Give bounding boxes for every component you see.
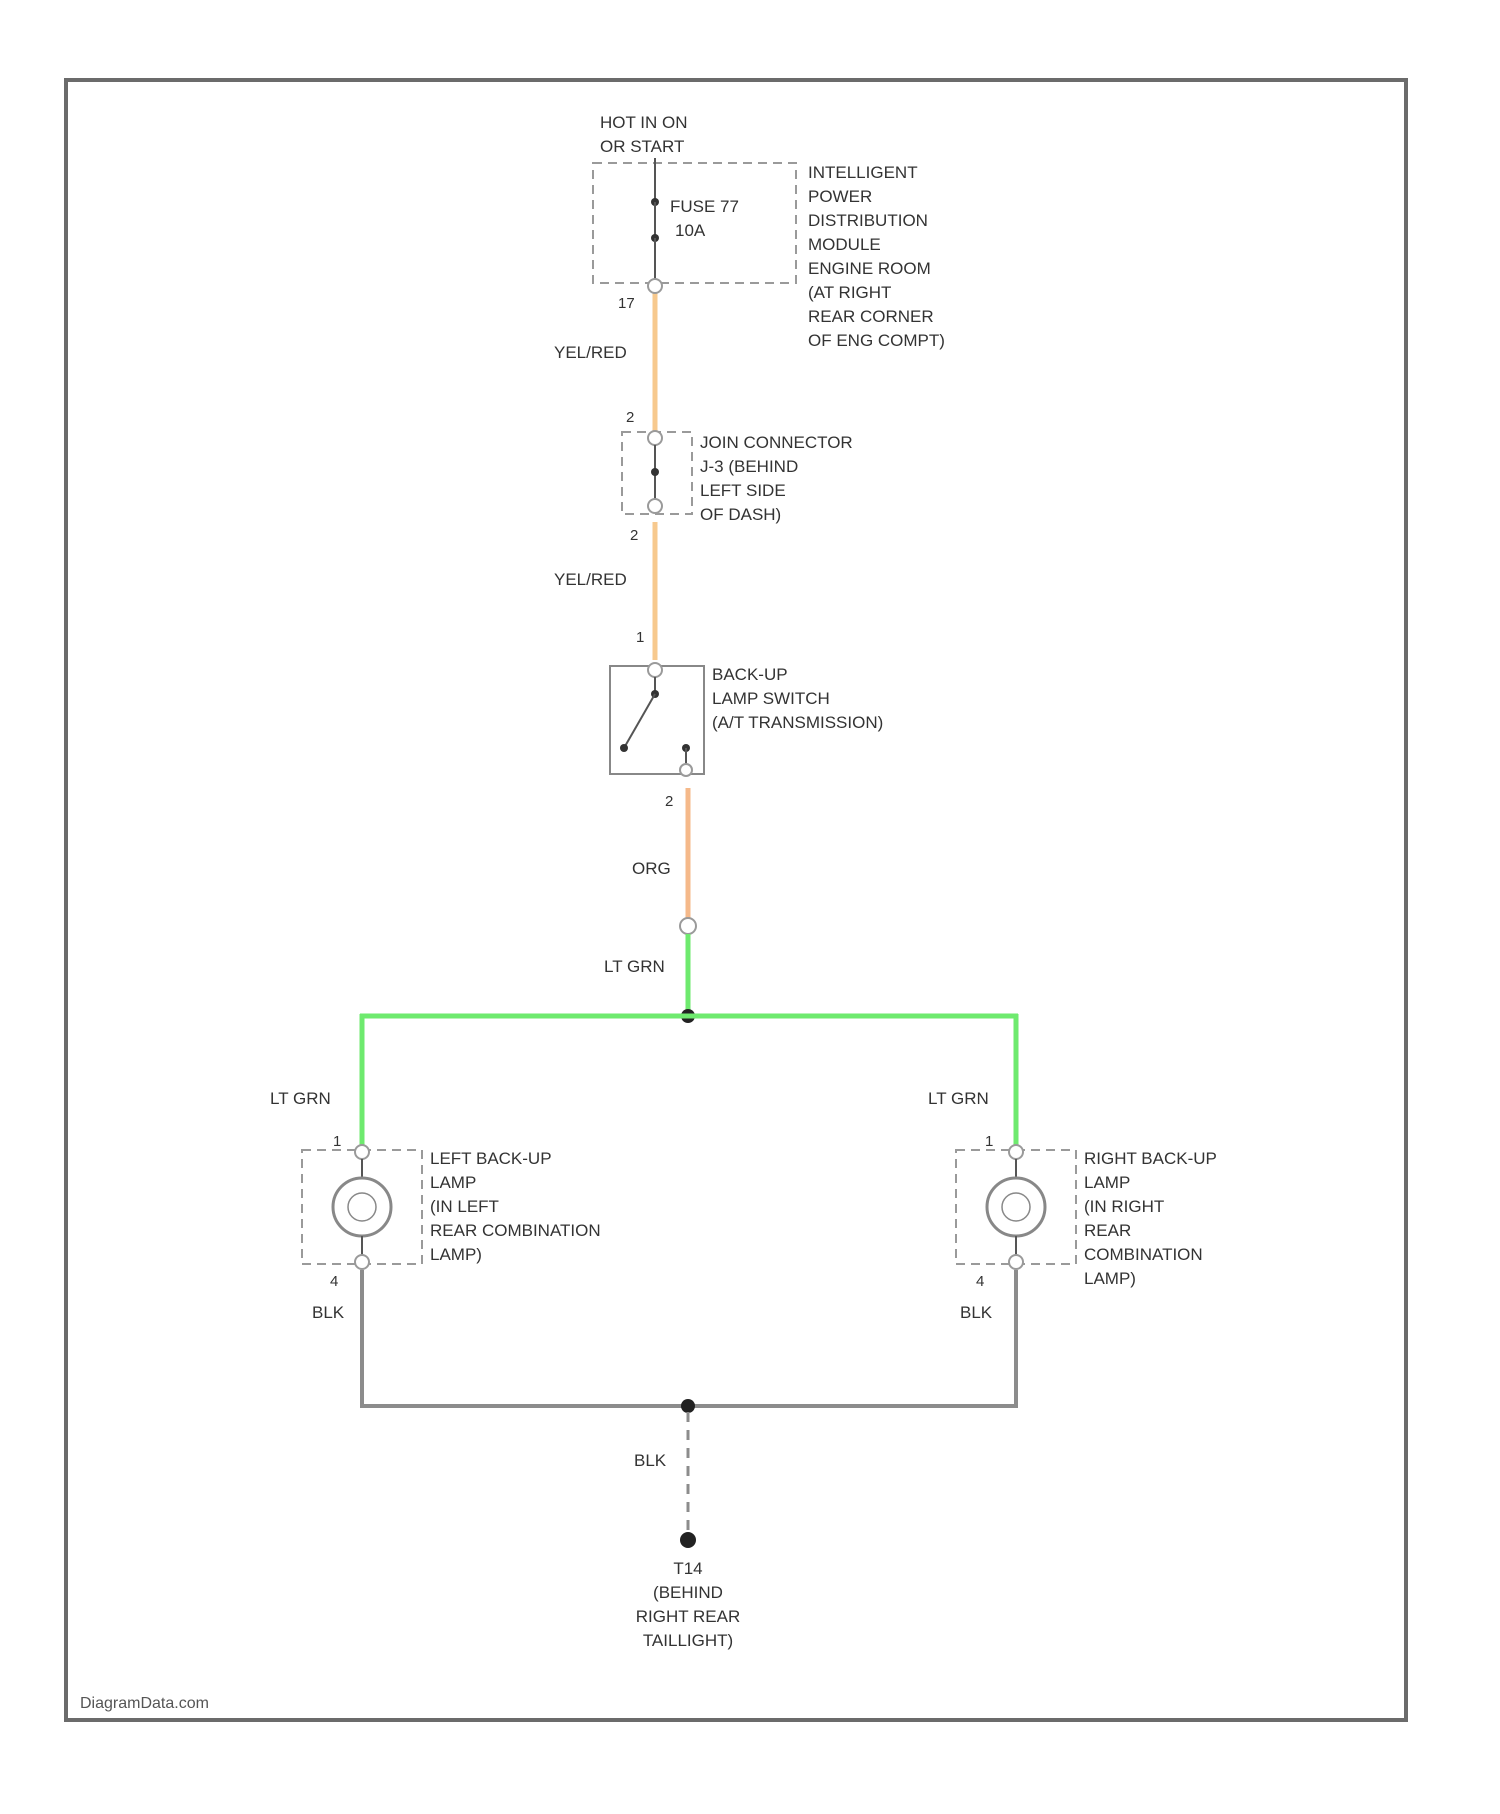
switch-desc-line2: LAMP SWITCH xyxy=(712,689,830,708)
joint-splice xyxy=(651,468,659,476)
ipdm-connector-terminal xyxy=(648,279,662,293)
wire-label-blk-ground: BLK xyxy=(634,1451,667,1470)
joint-desc-line3: LEFT SIDE xyxy=(700,481,786,500)
joint-desc-line1: JOIN CONNECTOR xyxy=(700,433,853,452)
fuse-label-line1: FUSE 77 xyxy=(670,197,739,216)
left-lamp-terminal-top xyxy=(355,1145,369,1159)
blk-splice xyxy=(681,1399,695,1413)
switch-terminal-top xyxy=(648,663,662,677)
watermark: DiagramData.com xyxy=(80,1695,209,1712)
left-lamp-desc-line5: LAMP) xyxy=(430,1245,482,1264)
left-lamp-desc-line4: REAR COMBINATION xyxy=(430,1221,601,1240)
ipdm-desc-line3: DISTRIBUTION xyxy=(808,211,928,230)
wire-label-blk-left: BLK xyxy=(312,1303,345,1322)
wire-label-yel-red-2: YEL/RED xyxy=(554,570,627,589)
joint-pin-out: 2 xyxy=(630,527,638,544)
right-lamp-desc-line2: LAMP xyxy=(1084,1173,1130,1192)
ipdm-desc-line8: OF ENG COMPT) xyxy=(808,331,945,350)
joint-desc-line4: OF DASH) xyxy=(700,505,781,524)
ipdm-desc-line1: INTELLIGENT xyxy=(808,163,918,182)
ground-desc-line2: RIGHT REAR xyxy=(636,1607,741,1626)
ground-desc-line3: TAILLIGHT) xyxy=(643,1631,733,1650)
source-label-line2: OR START xyxy=(600,137,684,156)
switch-pin-out: 2 xyxy=(665,793,673,810)
left-lamp-pin-out: 4 xyxy=(330,1273,338,1290)
joint-pin-in: 2 xyxy=(626,409,634,426)
joint-desc-line2: J-3 (BEHIND xyxy=(700,457,798,476)
right-lamp-desc-line6: LAMP) xyxy=(1084,1269,1136,1288)
left-lamp-terminal-bottom xyxy=(355,1255,369,1269)
ground-id: T14 xyxy=(673,1559,702,1578)
ipdm-desc-line7: REAR CORNER xyxy=(808,307,934,326)
left-lamp-pin-in: 1 xyxy=(333,1133,341,1150)
right-lamp-desc-line5: COMBINATION xyxy=(1084,1245,1203,1264)
inline-connector xyxy=(680,918,696,934)
joint-terminal-bottom xyxy=(648,499,662,513)
wire-label-lt-grn-main: LT GRN xyxy=(604,957,665,976)
ipdm-desc-line2: POWER xyxy=(808,187,872,206)
right-lamp-terminal-top xyxy=(1009,1145,1023,1159)
wire-label-lt-grn-left: LT GRN xyxy=(270,1089,331,1108)
wire-label-lt-grn-right: LT GRN xyxy=(928,1089,989,1108)
ground-desc-line1: (BEHIND xyxy=(653,1583,723,1602)
fuse-label-line2: 10A xyxy=(675,221,706,240)
ipdm-pin-out: 17 xyxy=(618,295,635,312)
switch-desc-line3: (A/T TRANSMISSION) xyxy=(712,713,883,732)
backup-switch-box xyxy=(610,666,704,774)
right-lamp-desc-line4: REAR xyxy=(1084,1221,1131,1240)
right-lamp-terminal-bottom xyxy=(1009,1255,1023,1269)
switch-terminal-bottom xyxy=(680,764,692,776)
joint-terminal-top xyxy=(648,431,662,445)
wire-label-org: ORG xyxy=(632,859,671,878)
right-lamp-pin-in: 1 xyxy=(985,1133,993,1150)
wire-label-blk-right: BLK xyxy=(960,1303,993,1322)
source-label-line1: HOT IN ON xyxy=(600,113,688,132)
left-lamp-bulb-icon xyxy=(333,1178,391,1236)
wire-label-yel-red-1: YEL/RED xyxy=(554,343,627,362)
right-lamp-bulb-icon xyxy=(987,1178,1045,1236)
left-lamp-desc-line3: (IN LEFT xyxy=(430,1197,499,1216)
switch-desc-line1: BACK-UP xyxy=(712,665,788,684)
diagram-frame xyxy=(66,80,1406,1720)
switch-pin-in: 1 xyxy=(636,629,644,646)
switch-arm xyxy=(624,694,655,748)
switch-contact-open xyxy=(620,744,628,752)
right-lamp-pin-out: 4 xyxy=(976,1273,984,1290)
ground-point-icon xyxy=(680,1532,696,1548)
right-lamp-desc-line3: (IN RIGHT xyxy=(1084,1197,1164,1216)
left-lamp-desc-line1: LEFT BACK-UP xyxy=(430,1149,552,1168)
ipdm-desc-line5: ENGINE ROOM xyxy=(808,259,931,278)
left-lamp-desc-line2: LAMP xyxy=(430,1173,476,1192)
right-lamp-desc-line1: RIGHT BACK-UP xyxy=(1084,1149,1217,1168)
ipdm-desc-line4: MODULE xyxy=(808,235,881,254)
ipdm-desc-line6: (AT RIGHT xyxy=(808,283,891,302)
